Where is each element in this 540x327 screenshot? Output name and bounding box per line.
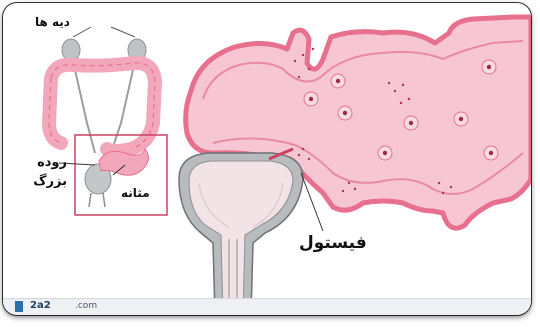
footer-bar: 2a2 .com — [3, 298, 531, 315]
large-intestine-label-line2: بزرگ — [23, 172, 67, 191]
figure-frame: دیه ها روده بزرگ مثانه فیستول 2a2 .com — [3, 3, 531, 315]
large-intestine-label: روده بزرگ — [23, 153, 67, 191]
bladder-inner — [189, 161, 293, 315]
ureters — [73, 61, 135, 153]
bladder-label: مثانه — [121, 186, 150, 200]
left-kidney — [62, 39, 80, 61]
site-suffix: .com — [75, 301, 97, 311]
fistula-label: فیستول — [299, 233, 367, 253]
site-logo-icon — [15, 301, 23, 312]
large-intestine — [49, 63, 155, 151]
bladder-cross-section — [179, 153, 303, 315]
anatomy-illustration — [3, 3, 531, 315]
large-intestine-label-line1: روده — [23, 153, 67, 172]
site-name[interactable]: 2a2 — [30, 300, 51, 311]
kidneys-label: دیه ها — [35, 15, 70, 29]
